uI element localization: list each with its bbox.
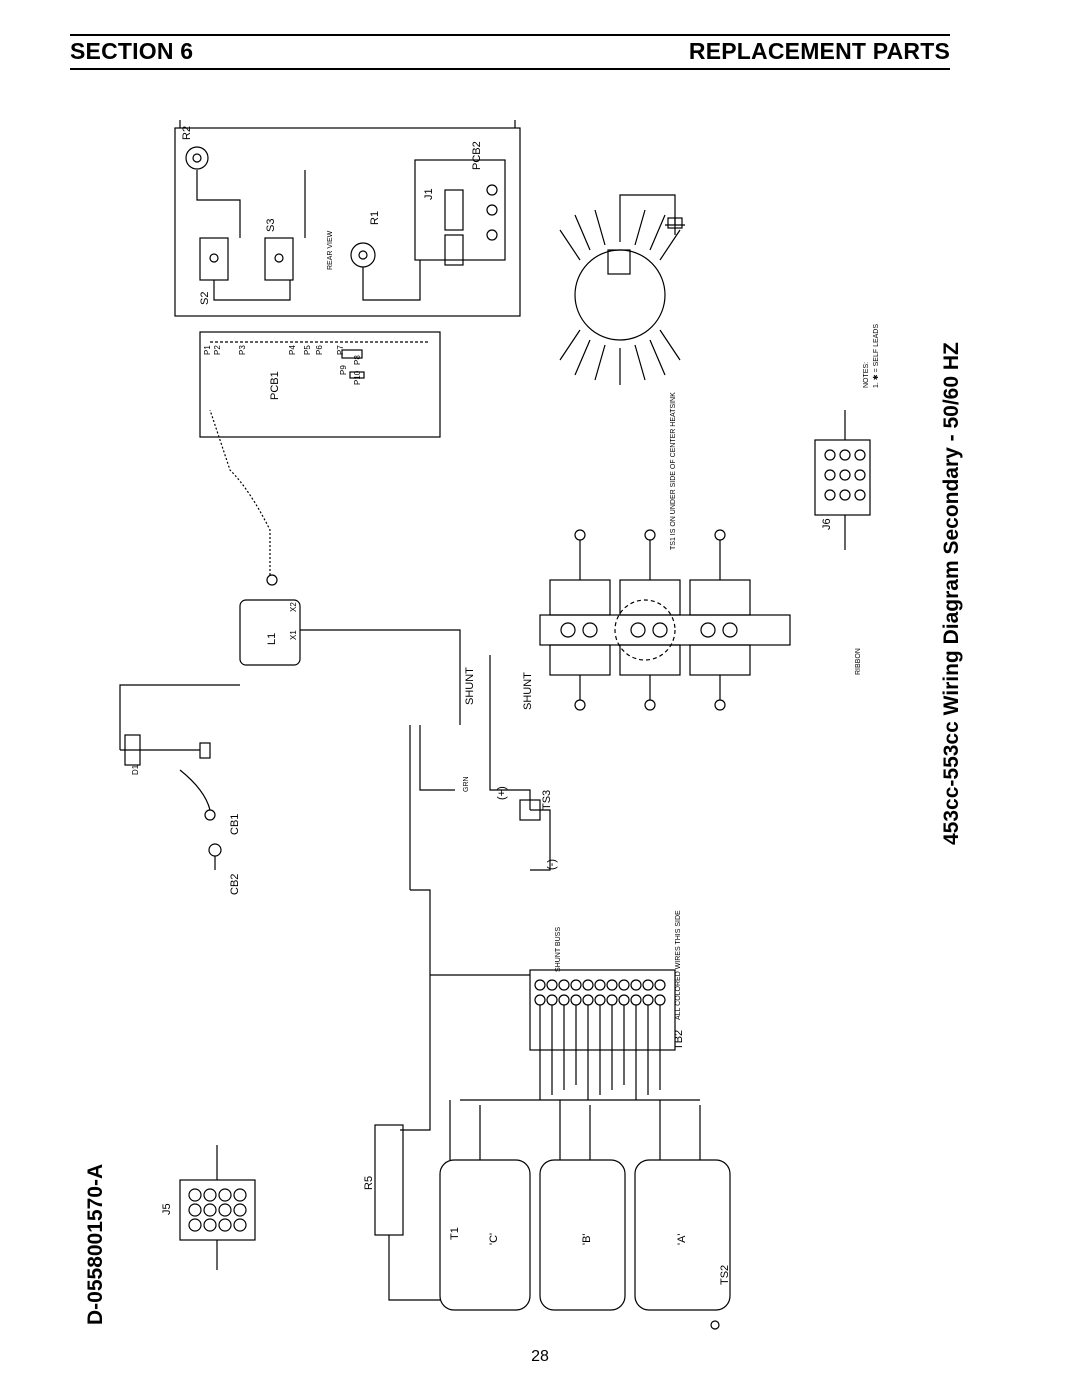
label-a: 'A' [676,1233,688,1245]
label-pcb1-p1: P1 [203,345,212,355]
center-heatsink-bar [539,614,791,646]
label-pcb1-p8: P8 [353,355,362,365]
j6-connector [814,439,871,516]
label-r5: R5 [363,1176,375,1190]
label-x2: X2 [289,602,298,612]
label-c: 'C' [488,1233,500,1245]
label-pcb1-p4: P4 [288,345,297,355]
label-rear-view: REAR VIEW [327,230,334,270]
label-notes-1: 1. ✱ = SELF LEADS [872,324,880,388]
cb1-ground-wire [179,769,211,811]
label-pcb1-p9: P9 [339,365,348,375]
scr-modules [549,579,751,676]
header-bottom-rule [70,68,950,70]
label-notes-title: NOTES: [863,362,870,388]
r2-potentiometer [185,146,209,170]
label-all-colored: ALL COLORED WIRES THIS SIDE [675,910,682,1020]
label-d1: D1 [131,764,140,775]
label-r1: R1 [369,211,381,225]
t1-winding-c [439,1159,531,1311]
pcb2-board [414,159,506,261]
label-x1: X1 [289,630,298,640]
pcb2-relay-2 [444,234,464,266]
label-plus: (+) [496,786,508,800]
label-ts2: TS2 [719,1265,731,1285]
label-s2: S2 [199,292,211,305]
label-minus: (-) [546,859,558,870]
label-s3: S3 [265,219,277,232]
ts1-location-marker [614,599,676,661]
label-tb2: TB2 [673,1030,685,1050]
page-number: 28 [531,1348,549,1365]
label-cb2: CB2 [229,874,241,895]
label-pcb1-p2: P2 [213,345,222,355]
r5-resistor [374,1124,404,1236]
label-pcb1: PCB1 [269,371,281,400]
label-l1: L1 [266,633,278,645]
label-b: 'B' [581,1233,593,1245]
page-header: SECTION 6 REPLACEMENT PARTS [70,34,950,70]
wiring-diagram: R2 PCB2 J1 R1 S3 S2 REAR VIEW PCB1 P1 P2… [60,110,980,1340]
r1-potentiometer [350,242,376,268]
label-j6: J6 [821,518,833,530]
label-ts3: TS3 [541,790,553,810]
label-shunt: SHUNT [464,667,476,705]
drawing-number: D-0558001570-A [84,1163,107,1325]
control-panel-outline [174,127,521,317]
ts2-thermostat [710,1320,720,1330]
label-r2: R2 [181,126,193,140]
label-pcb1-p10: P10 [353,370,362,385]
label-pcb1-p6: P6 [315,345,324,355]
header-top-rule [70,34,950,36]
pcb2-relay-1 [444,189,464,231]
section-title: REPLACEMENT PARTS [688,38,950,64]
s2-switch [199,237,229,281]
label-pcb1-p7: P7 [336,345,345,355]
label-pcb2: PCB2 [471,141,483,170]
heatsink-upper [559,205,681,385]
label-t1: T1 [449,1227,461,1240]
section-label: SECTION 6 [70,38,194,64]
l1-inductor [239,599,301,666]
t1-winding-a [634,1159,731,1311]
label-shunt-buss: SHUNT BUSS [555,927,562,972]
label-pcb1-p3: P3 [238,345,247,355]
diagram-title: 453cc-553cc Wiring Diagram Secondary - 5… [940,342,963,845]
pcb1-board [199,331,441,438]
t1-winding-b [539,1159,626,1311]
j5-connector [179,1179,256,1241]
label-pcb1-p5: P5 [303,345,312,355]
label-j5: J5 [161,1203,173,1215]
label-j1: J1 [423,188,435,200]
s3-switch [264,237,294,281]
tb2-terminal-block [529,969,676,1051]
label-grn: GRN [463,776,470,792]
label-ts1-note: TS1 IS ON UNDER SIDE OF CENTER HEATSINK [670,392,677,550]
label-shunt-2: SHUNT [522,672,534,710]
wiring-diagram-svg: R2 PCB2 J1 R1 S3 S2 REAR VIEW PCB1 P1 P2… [119,120,880,1330]
label-cb1: CB1 [229,814,241,835]
label-ribbon: RIBBON [855,648,862,675]
